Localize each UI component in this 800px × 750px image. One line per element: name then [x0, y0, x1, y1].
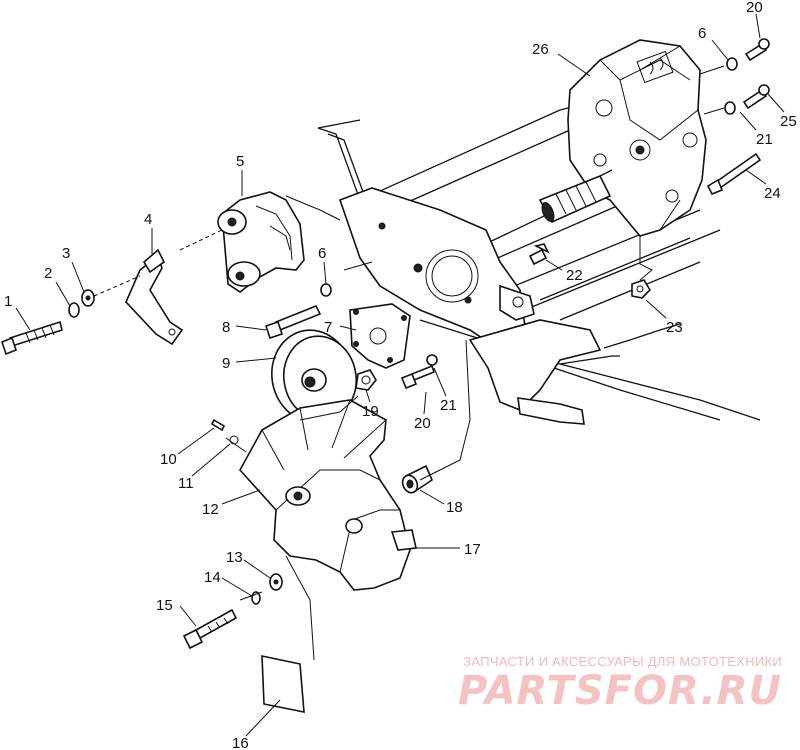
watermark: ЗАПЧАСТИ И АКСЕССУАРЫ ДЛЯ МОТОТЕХНИКИ PA… — [458, 654, 782, 713]
callout-25: 25 — [780, 113, 797, 130]
callout-8: 8 — [222, 319, 230, 336]
callout-20-upper: 20 — [746, 0, 763, 16]
callout-10: 10 — [160, 451, 177, 468]
callout-21-upper: 21 — [756, 131, 773, 148]
caliper-assembly-5 — [217, 191, 305, 293]
callout-numbers: 1 2 3 4 5 6 6 7 8 9 10 11 12 13 14 15 16… — [4, 0, 797, 750]
guard-cover-12 — [239, 399, 417, 591]
hardware — [1, 38, 770, 650]
watermark-logo: PARTSFOR.RU — [457, 668, 782, 714]
callout-21-lower: 21 — [440, 397, 457, 414]
callout-6-left: 6 — [318, 245, 326, 262]
callout-22: 22 — [566, 267, 583, 284]
callout-4: 4 — [144, 211, 152, 228]
alignment-lines — [93, 65, 725, 661]
plate-7 — [349, 303, 411, 369]
callout-26: 26 — [532, 41, 549, 58]
callout-19: 19 — [362, 403, 379, 420]
callout-24: 24 — [764, 185, 781, 202]
callout-9: 9 — [222, 355, 230, 372]
callout-13: 13 — [226, 549, 243, 566]
callout-6-upper: 6 — [698, 25, 706, 42]
mounting-plate — [338, 187, 535, 351]
callout-14: 14 — [204, 569, 221, 586]
callout-7: 7 — [324, 319, 332, 336]
callout-2: 2 — [44, 265, 52, 282]
disc-9 — [271, 329, 357, 423]
callout-11: 11 — [178, 475, 194, 492]
callout-12: 12 — [202, 501, 219, 518]
callout-17: 17 — [464, 541, 481, 558]
callout-3: 3 — [62, 245, 70, 262]
gearcase-26 — [538, 39, 707, 237]
decal-16 — [261, 655, 305, 713]
callout-23: 23 — [666, 319, 683, 336]
lower-bracket — [468, 319, 602, 425]
callout-5: 5 — [236, 153, 244, 170]
watermark-subtitle: ЗАПЧАСТИ И АКСЕССУАРЫ ДЛЯ МОТОТЕХНИКИ — [463, 654, 782, 669]
callout-leaders — [15, 13, 785, 737]
callout-20-lower: 20 — [414, 415, 431, 432]
spacer-18 — [401, 464, 433, 494]
callout-15: 15 — [156, 597, 173, 614]
callout-16: 16 — [232, 735, 249, 750]
callout-18: 18 — [446, 499, 463, 516]
bracket-4 — [125, 248, 184, 346]
callout-1: 1 — [4, 293, 12, 310]
